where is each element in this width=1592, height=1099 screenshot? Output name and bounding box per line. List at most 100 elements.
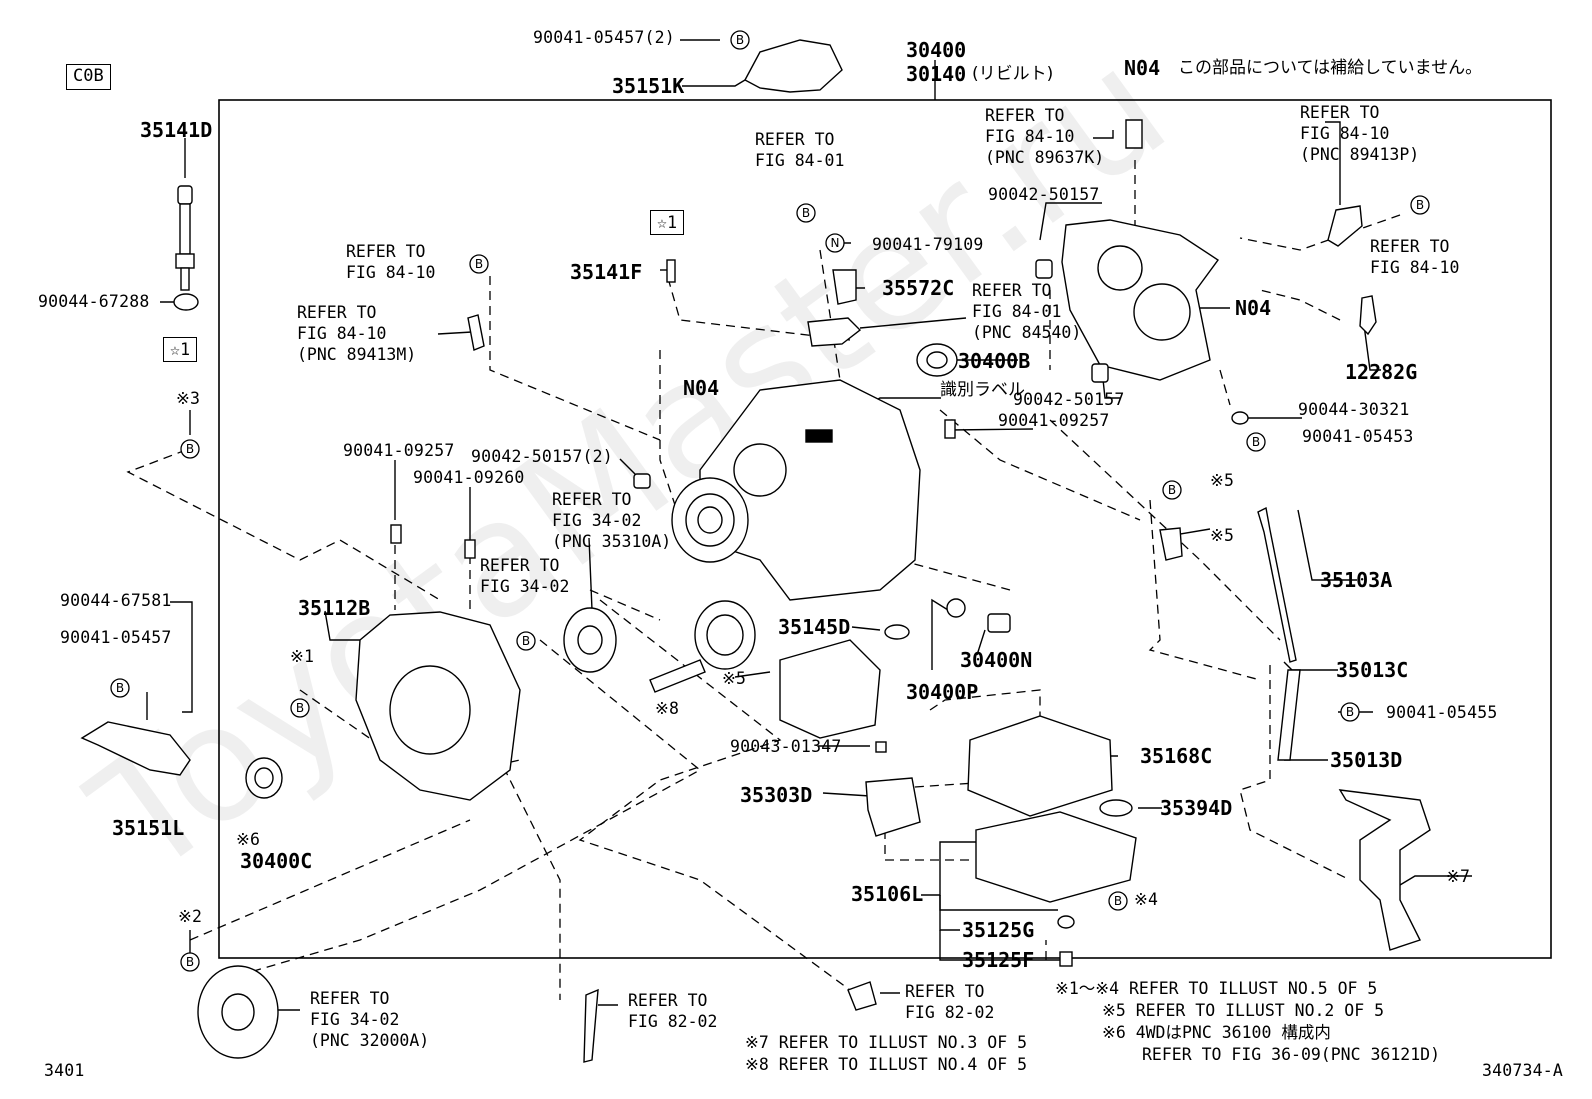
oil-pan-35106L (975, 811, 1137, 903)
sensor-84540 (807, 317, 862, 347)
label-90041-09260: 90041-09260 (413, 468, 525, 487)
gasket-35125G (1057, 915, 1075, 929)
label-35151L: 35151L (112, 816, 185, 840)
plug-30400N (987, 613, 1011, 633)
label-35013C: 35013C (1336, 658, 1409, 682)
refer-84-10-l-line2: FIG 84-10 (346, 263, 436, 282)
refer-84-01-b-line1: REFER TO (972, 281, 1052, 300)
bolt-90041-09260 (464, 539, 476, 559)
refer-34-02-b-line1: REFER TO (480, 556, 560, 575)
sensor-note5 (1159, 527, 1183, 561)
label-90041-09257-b: 90041-09257 (343, 441, 455, 460)
refer-84-10-m-line1: REFER TO (297, 303, 377, 322)
refer-34-02-c-line3: (PNC 32000A) (310, 1031, 430, 1050)
figure-id: 340734-A (1482, 1061, 1564, 1080)
refer-84-10-p-line3: (PNC 89413P) (1300, 145, 1420, 164)
footnote-7: ※7 REFER TO ILLUST NO.3 OF 5 (745, 1033, 1028, 1052)
label-12282G: 12282G (1345, 360, 1418, 384)
callout-circles (110, 30, 1430, 972)
shaft-assembly (649, 659, 706, 693)
label-35103A: 35103A (1320, 568, 1393, 592)
star1-box-center: ☆1 (650, 210, 685, 236)
note4: ※4 (1134, 890, 1159, 909)
refer-82-02-a-line2: FIG 82-02 (628, 1012, 718, 1031)
washer-90044-30321 (1231, 411, 1249, 425)
label-30400C: 30400C (240, 849, 313, 873)
dowel-upper (1035, 259, 1053, 279)
callout-n: N (831, 236, 840, 250)
label-90041-05455: 90041-05455 (1386, 703, 1498, 722)
label-90043-01347: 90043-01347 (730, 737, 842, 756)
refer-84-10-r-line1: REFER TO (1370, 237, 1450, 256)
label-35168C: 35168C (1140, 744, 1213, 768)
tube-35013C (1277, 669, 1301, 761)
rebuilt-note: (リビルト) (972, 64, 1054, 84)
refer-34-02-a-line2: FIG 34-02 (552, 511, 642, 530)
label-90044-67581: 90044-67581 (60, 591, 172, 610)
sensor-89413M (467, 314, 485, 351)
refer-84-10-l-line1: REFER TO (346, 242, 426, 261)
label-90042-50157-a: 90042-50157 (988, 185, 1100, 204)
callout-b-5: B (186, 442, 194, 456)
star1-box-left: ☆1 (163, 337, 198, 363)
sensor-89413P (1327, 205, 1363, 247)
main-part-number-30400: 30400 (906, 38, 967, 62)
callout-b-4: B (1416, 198, 1424, 212)
label-90041-79109: 90041-79109 (872, 235, 984, 254)
assembly-frame (218, 99, 1552, 959)
main-part-number-30140: 30140 (906, 62, 967, 86)
label-35151K: 35151K (612, 74, 685, 98)
bracket-35151K (744, 39, 843, 93)
label-90044-30321: 90044-30321 (1298, 400, 1410, 419)
sensor-35141D (175, 185, 195, 291)
label-35572C: 35572C (882, 276, 955, 300)
refer-34-02-a-line3: (PNC 35310A) (552, 532, 672, 551)
refer-84-01-a-line2: FIG 84-01 (755, 151, 845, 170)
label-90042-50157-b: 90042-50157 (1013, 390, 1125, 409)
callout-b-9: B (296, 701, 304, 715)
note2: ※2 (178, 907, 203, 926)
cooler-hose-assembly (1338, 789, 1431, 951)
gasket-35145D (884, 624, 910, 640)
bolt-90043-01347 (875, 741, 887, 753)
refer-82-02-a-line1: REFER TO (628, 991, 708, 1010)
label-90042-50157-2: 90042-50157(2) (471, 447, 613, 466)
grommet-90044-67288 (173, 293, 199, 311)
dipstick-35103A (1257, 506, 1297, 663)
label-30400P: 30400P (906, 680, 979, 704)
strainer-35303D (865, 777, 921, 837)
plug-90041-09257 (944, 419, 956, 439)
refer-82-02-b-line1: REFER TO (905, 982, 985, 1001)
callout-b-8: B (116, 681, 124, 695)
bolt-90041-09257 (390, 524, 402, 544)
footnote-5: ※5 REFER TO ILLUST NO.2 OF 5 (1102, 1001, 1385, 1020)
footnote-1-4: ※1～※4 REFER TO ILLUST NO.5 OF 5 (1055, 979, 1378, 998)
callout-b-13: B (186, 955, 194, 969)
note5-valve: ※5 (722, 669, 747, 688)
label-35112B: 35112B (298, 596, 371, 620)
bracket-fig8202-b (847, 981, 877, 1011)
label-35145D: 35145D (778, 615, 851, 639)
refer-84-10-r-line2: FIG 84-10 (1370, 258, 1460, 277)
callout-b-11: B (1346, 705, 1354, 719)
label-n04-cover: N04 (1235, 296, 1272, 320)
refer-34-02-c-line2: FIG 34-02 (310, 1010, 400, 1029)
note3: ※3 (176, 389, 201, 408)
note7: ※7 (1446, 867, 1471, 886)
footnote-6-line1: ※6 4WDはPNC 36100 構成内 (1102, 1023, 1331, 1042)
valve-body (779, 639, 881, 739)
callout-b-10: B (522, 634, 530, 648)
footnote-6-line2: REFER TO FIG 36-09(PNC 36121D) (1142, 1045, 1441, 1064)
refer-34-02-b-line2: FIG 34-02 (480, 577, 570, 596)
callout-b-12: B (1114, 894, 1122, 908)
refer-84-10-p-line1: REFER TO (1300, 103, 1380, 122)
dowel-90042-50157-2 (633, 473, 651, 489)
label-90041-05457: 90041-05457 (60, 628, 172, 647)
label-35303D: 35303D (740, 783, 813, 807)
callout-b-7: B (1168, 483, 1176, 497)
refer-34-02-c-line1: REFER TO (310, 989, 390, 1008)
refer-84-10-k-line3: (PNC 89637K) (985, 148, 1105, 167)
pan-gasket-35168C (967, 715, 1113, 817)
